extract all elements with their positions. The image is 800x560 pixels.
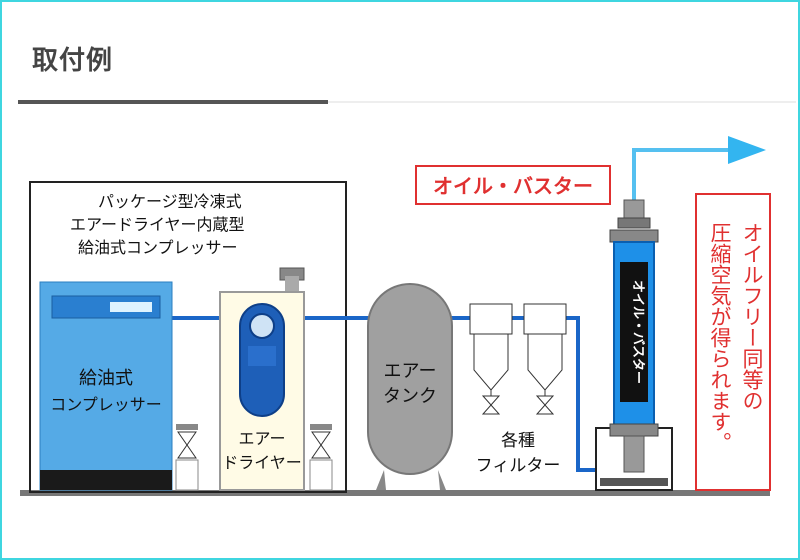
result-callout-line1: オイルフリー同等の [740,222,764,411]
compressor-label-line2: コンプレッサー [50,395,162,414]
package-label-line2: エアードライヤー内蔵型 [70,215,245,234]
filter-unit [469,303,513,415]
package-outline [29,181,347,493]
dryer-label-line2: ドライヤー [222,453,302,472]
air-dryer: エアー ドライヤー [219,267,305,491]
result-callout-box [695,193,771,491]
filter-unit [523,303,567,415]
title-underline-light [328,101,796,103]
oil-buster-body-text: オイル・バスター [630,280,645,384]
tank-label-line1: エアー [384,361,437,382]
oil-buster-device: オイル・バスター [595,199,673,491]
result-callout-line2: 圧縮空気が得られます。 [708,222,732,453]
product-callout-box [415,165,611,205]
dryer-label-line1: エアー [238,429,285,448]
compressor: 給油式 コンプレッサー [39,281,173,491]
tank-label-line2: タンク [383,386,437,407]
product-callout-text: オイル・バスター [433,174,593,198]
ground-line [20,490,770,496]
compressor-label-line1: 給油式 [79,368,133,389]
airflow-arrow [728,136,766,164]
title-underline [18,100,328,104]
drain-trap [309,424,333,491]
drain-trap [175,424,199,491]
air-tank: エアー タンク [367,283,453,490]
package-label-line1: パッケージ型冷凍式 [98,192,242,211]
filter-label-line2: フィルター [476,456,561,476]
page-title: 取付例 [32,46,114,76]
filter-label-line1: 各種 [501,431,535,451]
package-label-line3: 給油式コンプレッサー [78,238,238,257]
